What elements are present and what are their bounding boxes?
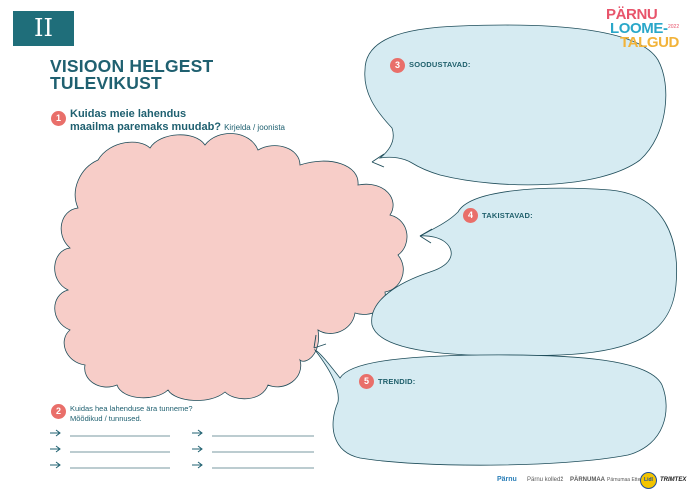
page-title-line2: TULEVIKUST (50, 73, 162, 93)
arrow-to-cloud-4 (419, 228, 433, 244)
event-logo: PÄRNU LOOME- TALGUD 2022 (606, 6, 691, 60)
metrics-lines-drawing (50, 429, 314, 469)
footer-logo-lidl: Lidl (640, 472, 657, 489)
metric-line-row-2[interactable] (50, 445, 314, 453)
footer-logo-lidl-text: Lidl (644, 477, 653, 483)
metrics-lines (50, 428, 320, 477)
footer-logo-kolledz-text: Pärnu kolledž (527, 477, 564, 483)
metric-line-row-1[interactable] (50, 429, 314, 437)
question1-hint: Kirjelda / joonista (224, 123, 285, 132)
page-title-line1: VISIOON HELGEST (50, 56, 214, 76)
footer-logo-parnu: Pärnu (497, 476, 517, 483)
category3-number-badge: 3 (390, 58, 405, 73)
footer-logo-kolledz: Pärnu kolledž (527, 474, 563, 486)
question1-number-badge: 1 (51, 111, 66, 126)
vision-cloud (54, 133, 408, 401)
category3-label: SOODUSTAVAD: (409, 60, 471, 69)
section-badge: II (13, 11, 74, 46)
footer-logo-ettevotlus: Pärnumaa Ettevõtlus (607, 477, 654, 483)
question2: Kuidas hea lahenduse ära tunneme? Mõõdik… (70, 404, 193, 424)
arrow-to-cloud-3 (371, 153, 385, 168)
bubble-soodustavad (364, 24, 667, 186)
footer-logo-parnumaa: PÄRNUMAA (570, 477, 605, 483)
category4-label: TAKISTAVAD: (482, 211, 533, 220)
question2-number-badge: 2 (51, 404, 66, 419)
question1-line2-text: maailma paremaks muudab? (70, 121, 222, 133)
event-logo-line3: TALGUD (620, 34, 679, 51)
category5-label: TRENDID: (378, 377, 416, 386)
page-title: VISIOON HELGEST TULEVIKUST (50, 56, 214, 93)
event-logo-year: 2022 (668, 24, 680, 30)
question1-line2: maailma paremaks muudab? Kirjelda / joon… (70, 121, 285, 134)
event-logo-line1: PÄRNU (606, 6, 658, 23)
event-logo-line2: LOOME- (610, 20, 668, 37)
footer-logo-trimtex: TRIMTEX (660, 477, 687, 483)
question1: Kuidas meie lahendus maailma paremaks mu… (70, 108, 285, 134)
bubble-takistavad (371, 187, 677, 357)
category4-number-badge: 4 (463, 208, 478, 223)
bubble-trendid (313, 349, 667, 466)
question1-line1: Kuidas meie lahendus (70, 108, 187, 120)
arrow-to-cloud-5 (313, 334, 327, 349)
question2-line2: Mõõdikud / tunnused. (70, 414, 142, 423)
question2-line1: Kuidas hea lahenduse ära tunneme? (70, 404, 193, 413)
category5-number-badge: 5 (359, 374, 374, 389)
metric-line-row-3[interactable] (50, 461, 314, 469)
